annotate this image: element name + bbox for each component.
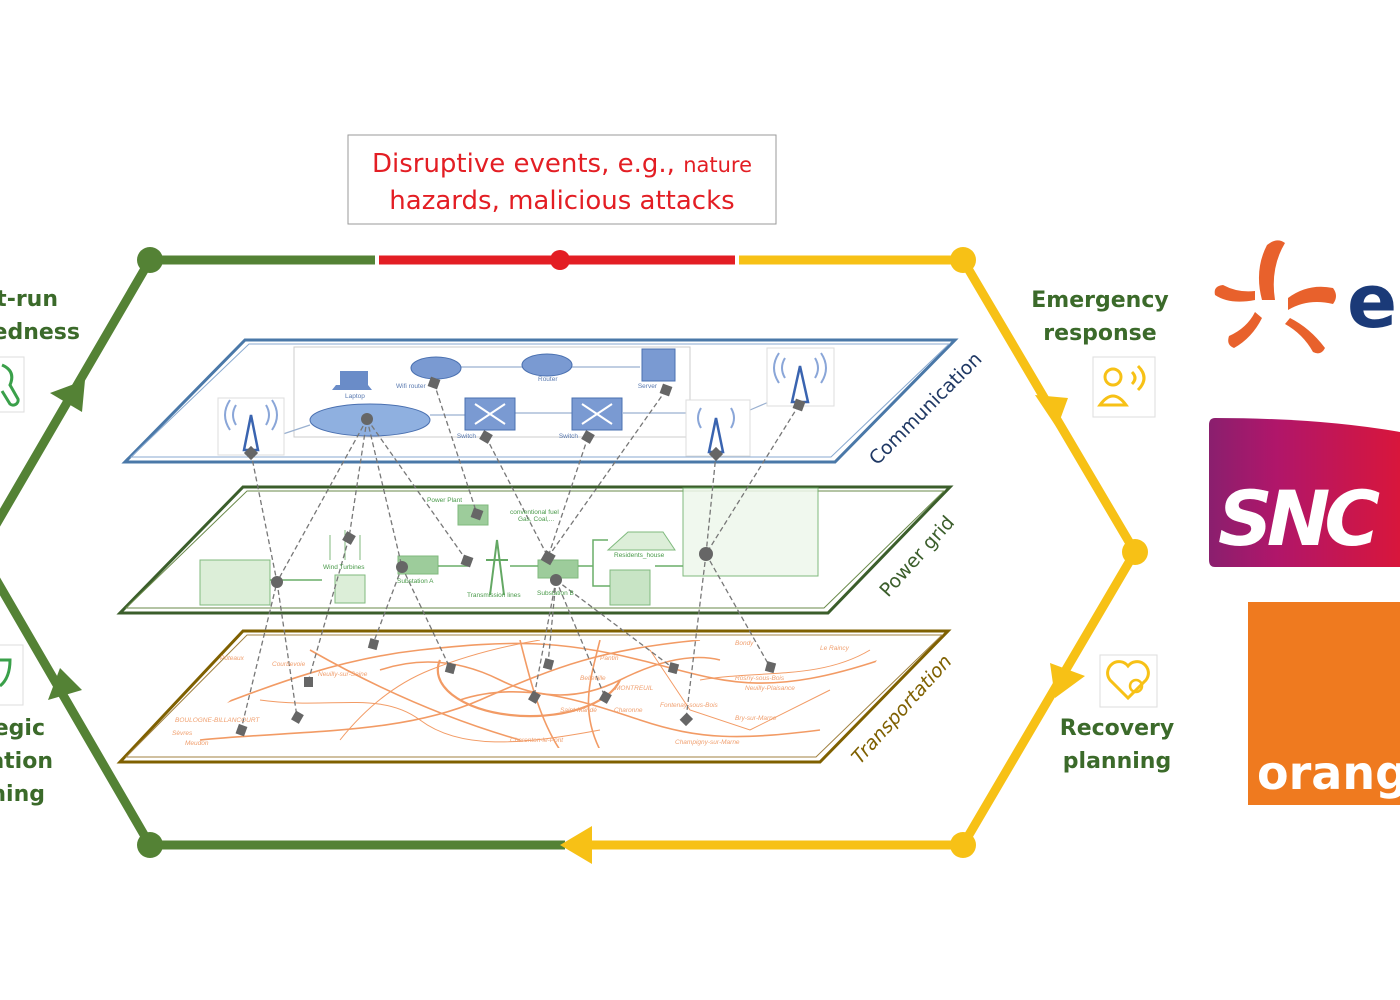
tools-icon <box>0 356 25 413</box>
svg-text:MONTREUIL: MONTREUIL <box>615 685 654 692</box>
power-grid-layer: Power grid <box>116 485 959 615</box>
sncf-logo-text: SNC <box>1218 474 1380 563</box>
svg-text:Champigny-sur-Marne: Champigny-sur-Marne <box>675 739 740 746</box>
svg-text:Le Raincy: Le Raincy <box>820 645 850 652</box>
factory-icon <box>199 559 271 606</box>
cycle-dots <box>137 247 1148 858</box>
arrow-down-icon <box>1035 395 1068 428</box>
phase-strategic-line1: tegic <box>0 716 45 741</box>
svg-text:Neuilly-sur-Seine: Neuilly-sur-Seine <box>318 671 368 678</box>
event-text-line1: Disruptive events, e.g., nature <box>372 149 752 179</box>
svg-text:Charenton-le-Pont: Charenton-le-Pont <box>510 737 564 744</box>
orange-logo-text: orang <box>1257 746 1400 800</box>
communication-device-labels: Laptop Wifi router Router Server Switch … <box>345 376 658 440</box>
fuel-label-2: Gas, Coal,... <box>518 516 554 523</box>
city-grid-icon <box>682 487 819 577</box>
phase-short-run-line1: rt-run <box>0 287 58 312</box>
wind-turbines-label: Wind Turbines <box>323 564 365 571</box>
speaking-person-icon <box>1092 356 1156 418</box>
edf-flower-icon <box>1214 240 1336 354</box>
svg-text:Pantin: Pantin <box>600 655 619 662</box>
phase-recovery-line1: Recovery <box>1060 716 1174 741</box>
cycle-hexagon <box>0 255 1141 850</box>
router-icon <box>521 353 573 377</box>
transmission-lines-label: Transmission lines <box>467 592 521 599</box>
svg-text:Neuilly-Plaisance: Neuilly-Plaisance <box>745 685 795 692</box>
svg-text:Courbevoie: Courbevoie <box>272 661 306 668</box>
svg-text:Fontenay-sous-Bois: Fontenay-sous-Bois <box>660 702 719 709</box>
disruptive-events-box: Disruptive events, e.g., nature hazards,… <box>347 134 777 225</box>
industry-icon <box>609 569 651 606</box>
arrow-up-icon <box>50 380 85 412</box>
substation-a-label: Substation A <box>397 578 434 585</box>
edf-logo: e <box>1214 240 1397 354</box>
server-icon <box>641 348 676 382</box>
cycle-edge-left-green <box>0 257 565 850</box>
router-label: Router <box>538 376 558 383</box>
svg-text:Charonne: Charonne <box>614 707 643 714</box>
switch-icon <box>571 397 623 431</box>
switch-icon <box>464 397 516 431</box>
wifi-router-icon <box>410 356 462 380</box>
orange-logo: orang <box>1248 602 1400 805</box>
power-plant-label: Power Plant <box>427 497 462 504</box>
svg-text:Puteaux: Puteaux <box>220 655 245 662</box>
server-label: Server <box>638 383 658 390</box>
map-place-labels: Courbevoie Neuilly-sur-Seine Puteaux MON… <box>172 640 850 747</box>
phase-strategic-line2: ation <box>0 749 53 774</box>
phase-strategic-line3: ning <box>0 782 45 807</box>
svg-text:Bondy: Bondy <box>735 640 754 647</box>
cell-tower-icon <box>766 347 835 407</box>
laptop-icon <box>332 371 372 390</box>
phase-emergency-line1: Emergency <box>1031 288 1168 313</box>
arrow-down-icon <box>1050 663 1085 698</box>
power-grid-device-labels: Power Plant conventional fuel Gas, Coal,… <box>323 497 665 599</box>
cell-tower-icon <box>685 399 751 457</box>
svg-text:Bry-sur-Marne: Bry-sur-Marne <box>735 715 777 722</box>
transmission-tower-icon <box>486 539 508 596</box>
cycle-arrows <box>48 380 1085 864</box>
solar-panel-icon <box>334 574 366 604</box>
svg-text:Rosny-sous-Bois: Rosny-sous-Bois <box>735 675 785 682</box>
svg-text:Sèvres: Sèvres <box>172 730 193 737</box>
svg-text:BOULOGNE-BILLANCOURT: BOULOGNE-BILLANCOURT <box>175 717 260 724</box>
arrow-left-icon <box>560 826 592 864</box>
sncf-logo: SNC <box>1209 418 1400 567</box>
interdependency-nodes <box>235 376 806 737</box>
arrow-up-icon <box>48 668 82 700</box>
substation-b-label: Substation B <box>537 590 574 597</box>
fuel-label-1: conventional fuel <box>510 509 559 516</box>
phase-recovery-line2: planning <box>1063 749 1171 774</box>
edf-logo-text: e <box>1347 259 1397 345</box>
phase-emergency-line2: response <box>1043 321 1156 346</box>
heart-care-icon <box>1099 654 1158 708</box>
paris-map <box>179 640 881 748</box>
laptop-label: Laptop <box>345 393 365 400</box>
shield-icon <box>0 644 24 706</box>
residents-house-label: Residents_house <box>614 552 665 559</box>
event-text-line2: hazards, malicious attacks <box>389 186 734 216</box>
phase-short-run-line2: redness <box>0 320 80 345</box>
svg-text:Saint-Mandé: Saint-Mandé <box>560 707 597 714</box>
switch1-label: Switch <box>457 433 477 440</box>
svg-text:Meudon: Meudon <box>185 740 209 747</box>
cell-tower-icon <box>217 397 285 456</box>
house-icon <box>606 531 676 551</box>
wifi-router-label: Wifi router <box>396 383 426 390</box>
switch2-label: Switch <box>559 433 579 440</box>
svg-text:Belleville: Belleville <box>580 675 606 682</box>
